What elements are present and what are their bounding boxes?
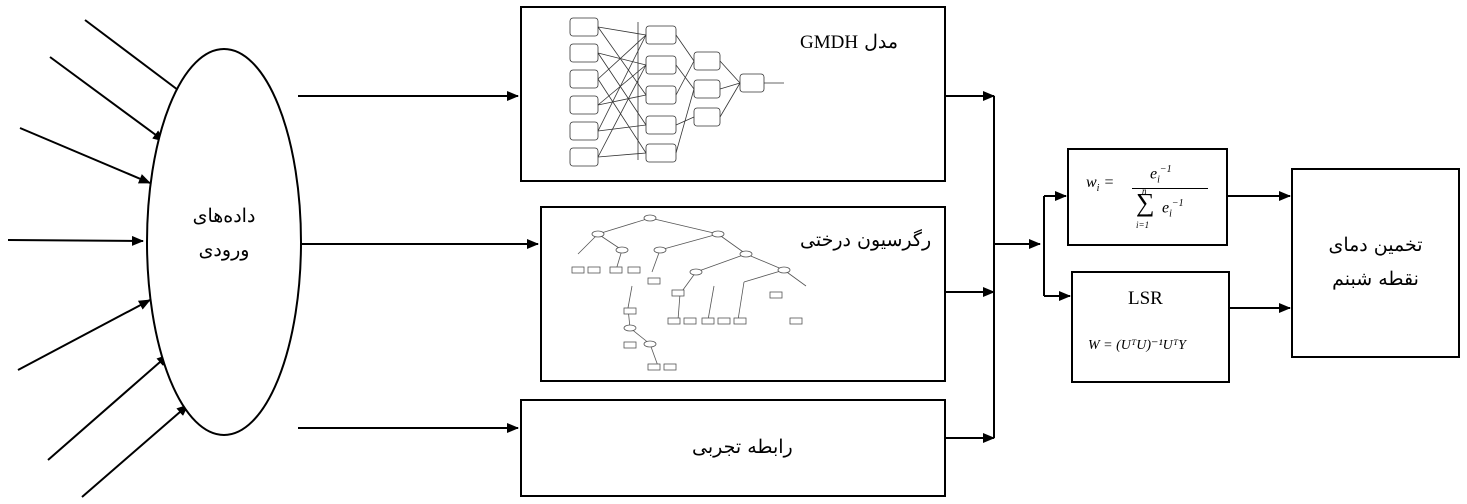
dew-point-output-label: تخمین دمای نقطه شبنم [1291,228,1460,296]
empirical-relation-title: رابطه تجربی [692,436,793,458]
input-arrow-5 [17,299,151,371]
formula-numerator: e [1150,165,1158,183]
input-data-ellipse [146,48,302,436]
gmdh-model-title: GMDH مدل [800,31,898,54]
lsr-title: LSR [1128,288,1163,309]
model-input-arrows [298,91,539,433]
input-arrow-3 [19,127,151,184]
tree-regression-box [540,206,946,382]
weighted-formula: wi = ei−1 n ∑ i=1 ei−1 [1086,160,1216,236]
input-arrow-6 [47,354,169,461]
input-arrow-1 [84,19,187,97]
gmdh-title-word: مدل [864,31,899,53]
input-data-line1: داده‌های [192,205,256,227]
input-arrow-4 [7,235,144,246]
sum-symbol: ∑ [1136,188,1155,217]
input-arrow-7 [81,404,189,498]
dew-point-output-box [1291,168,1460,358]
formula-lhs-sub: i [1096,183,1100,195]
model-output-arrows [946,91,1041,443]
output-line2: نقطه شبنم [1332,268,1419,290]
sum-lower: i=1 [1136,220,1150,230]
gmdh-title-acronym: GMDH [800,32,859,53]
weighted-average-box [1067,148,1228,246]
split-arrows [1043,191,1071,301]
input-data-line2: ورودی [198,239,250,261]
input-arrows [7,19,189,498]
regression-tree-figure [571,214,807,371]
output-line1: تخمین دمای [1328,234,1423,256]
empirical-relation-box [520,399,946,497]
input-arrow-2 [49,56,165,142]
gmdh-model-box [520,6,946,182]
lsr-box [1071,271,1230,383]
tree-regression-title: رگرسیون درختی [800,229,932,251]
formula-lhs: w [1086,174,1097,191]
gmdh-network-figure [569,17,784,167]
input-data-label: داده‌های ورودی [174,199,274,267]
lsr-formula: W = (UᵀU)⁻¹UᵀY [1088,338,1186,353]
output-arrows [1228,191,1291,313]
sum-upper: n [1142,186,1147,196]
